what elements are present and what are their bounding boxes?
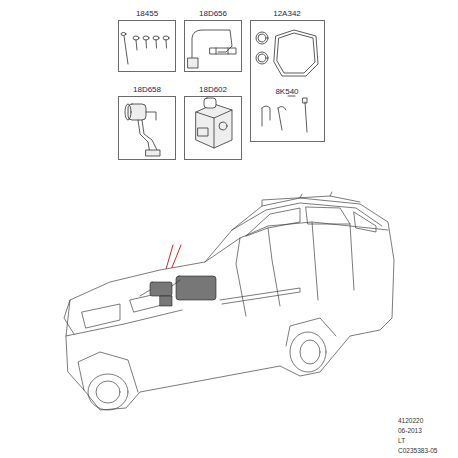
callout-number: 18D658: [133, 85, 161, 94]
part-box: 12A3428K540: [250, 20, 325, 142]
callout-number: 18455: [136, 9, 158, 18]
sensor: [125, 104, 160, 156]
part-box: 18D658: [118, 96, 176, 160]
callout-number: 18D656: [199, 9, 227, 18]
sub-callout-number: 8K540: [275, 87, 298, 96]
part-box: 18455: [118, 20, 176, 72]
callout-number: 18D602: [199, 85, 227, 94]
drawing-reference: C0235383-05: [398, 447, 437, 454]
part-box: 18D656: [184, 20, 242, 72]
screw-set: [121, 33, 169, 65]
pump-unit: [196, 98, 232, 148]
part-box: 18D602: [184, 96, 242, 160]
drawing-reference: 4120220: [398, 417, 423, 424]
drawing-reference: 06-2013: [398, 427, 422, 434]
bracket-harness: [188, 30, 236, 68]
seal-kit: [256, 30, 318, 132]
drawing-reference: LT: [398, 437, 405, 444]
engine-bay-parts: [140, 276, 216, 306]
callout-number: 12A342: [273, 9, 301, 18]
vehicle: [64, 192, 394, 410]
